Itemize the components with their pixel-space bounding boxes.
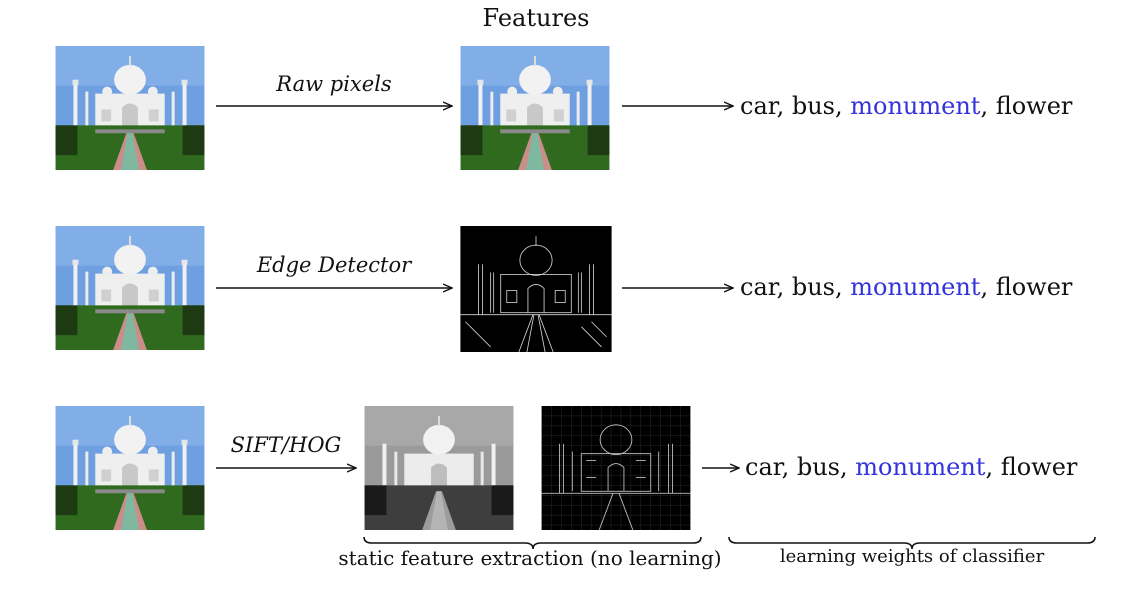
diagram-title: Features bbox=[482, 4, 590, 32]
class-label-highlighted: monument bbox=[850, 92, 981, 120]
class-label: bus bbox=[791, 273, 835, 301]
class-label: car bbox=[740, 273, 777, 301]
brace-classifier bbox=[728, 536, 1096, 550]
class-label: flower bbox=[995, 92, 1073, 120]
class-list-row-3: car, bus, monument, flower bbox=[745, 453, 1078, 481]
brace-label-feature-extraction: static feature extraction (no learning) bbox=[338, 546, 722, 570]
method-label-edge-detector: Edge Detector bbox=[256, 253, 412, 277]
class-label-highlighted: monument bbox=[850, 273, 981, 301]
class-label: flower bbox=[1000, 453, 1078, 481]
class-label: bus bbox=[791, 92, 835, 120]
class-label: car bbox=[745, 453, 782, 481]
class-list-row-1: car, bus, monument, flower bbox=[740, 92, 1073, 120]
brace-feature-extraction bbox=[363, 536, 702, 550]
brace-label-classifier: learning weights of classifier bbox=[779, 546, 1045, 567]
method-label-raw-pixels: Raw pixels bbox=[276, 72, 392, 96]
class-label: bus bbox=[796, 453, 840, 481]
class-label: car bbox=[740, 92, 777, 120]
method-label-sift-hog: SIFT/HOG bbox=[230, 433, 342, 457]
class-label: flower bbox=[995, 273, 1073, 301]
class-list-row-2: car, bus, monument, flower bbox=[740, 273, 1073, 301]
class-label-highlighted: monument bbox=[855, 453, 986, 481]
